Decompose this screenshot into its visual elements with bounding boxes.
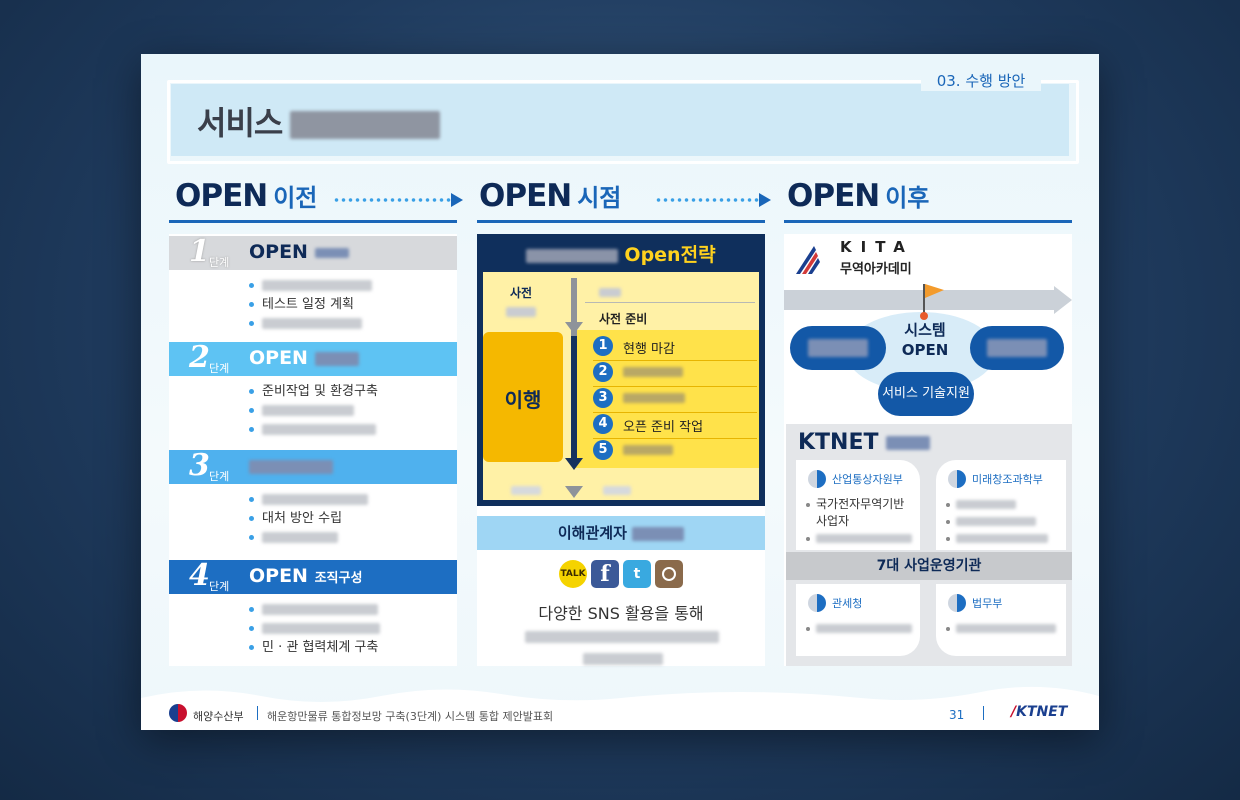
ministry-emblem-icon [948, 470, 966, 488]
kita-letters: KITA [840, 238, 914, 256]
ministry-emblem-icon [808, 470, 826, 488]
footer-wave [141, 686, 1099, 730]
pre-label: 사전 [497, 284, 545, 317]
transition-arrow [571, 336, 577, 460]
left-service-pill [790, 326, 886, 370]
stage-number: 2 [189, 340, 210, 375]
twitter-icon: t [623, 560, 651, 588]
stage-1: 1 단계 OPEN [169, 234, 457, 270]
page-title-text: 서비스 [197, 104, 283, 142]
stage-label: OPEN 조직구성 [249, 565, 363, 587]
stakeholders-bar: 이해관계자 [477, 516, 765, 550]
ministry-customs: 관세청 [796, 584, 920, 656]
column-underline [477, 220, 765, 223]
right-service-pill [970, 326, 1064, 370]
ministry-emblem-icon [948, 594, 966, 612]
stage-1-bullets: 테스트 일정 계획 [249, 276, 372, 333]
ministry-justice: 법무부 [936, 584, 1066, 656]
footer-divider [257, 706, 258, 720]
stage-number: 1 [189, 234, 210, 269]
footer-org: 해양수산부 [193, 710, 244, 723]
stage-2-bullets: 준비작업 및 환경구축 [249, 382, 378, 439]
title-frame [167, 80, 1079, 164]
transition-block: 이행 [483, 332, 563, 462]
stage-2: 2 단계 OPEN [169, 340, 457, 376]
timeline-bar [784, 290, 1054, 310]
footer-document-title: 해운항만물류 통합정보망 구축(3단계) 시스템 통합 제안발표회 [267, 710, 554, 723]
step-3: 3 [593, 386, 757, 413]
flow-arrow [333, 193, 463, 207]
column-underline [169, 220, 457, 223]
ktnet-title: KTNET [798, 430, 931, 455]
instagram-icon [655, 560, 683, 588]
sns-text: 다양한 SNS 활용을 통해 [538, 604, 704, 623]
transition-arrow-head [565, 458, 583, 470]
step-2: 2 [593, 360, 757, 387]
column-head-small: 이전 [273, 184, 318, 212]
stage-dan: 단계 [209, 362, 230, 375]
kakaotalk-icon: TALK [559, 560, 587, 588]
ministry-trade: 산업통상자원부 국가전자무역기반 사업자 [796, 460, 920, 550]
page-number: 31 [949, 708, 965, 722]
government-emblem-icon [169, 704, 187, 722]
flow-arrow [655, 193, 771, 207]
stage-dan: 단계 [209, 256, 230, 269]
flag-icon [920, 284, 944, 320]
stage-number: 4 [189, 558, 210, 593]
step-5: 5 [593, 438, 757, 464]
stage-label: OPEN [249, 241, 349, 263]
timeline-arrow-end [565, 486, 583, 498]
stage-3-bullets: 대처 방안 수립 [249, 490, 368, 547]
pre-step: 사전 준비 [599, 312, 648, 326]
tech-support-pill: 서비스 기술지원 [878, 372, 974, 416]
ministry-emblem-icon [808, 594, 826, 612]
footer-divider [983, 706, 984, 720]
ktnet-box: KTNET 산업통상자원부 국가전자무역기반 사업자 미래창조과학부 [786, 424, 1072, 666]
stage-label: OPEN [249, 347, 359, 369]
stage-dan: 단계 [209, 470, 230, 483]
stages-panel: 1 단계 OPEN 테스트 일정 계획 2 단계 OPEN 준비작업 및 환경구… [169, 234, 457, 666]
redacted-title [290, 111, 441, 139]
column-underline [784, 220, 1072, 223]
stage-number: 3 [189, 448, 210, 483]
kita-logo-icon [796, 246, 820, 274]
page-title: 서비스 [197, 98, 441, 144]
section-tag: 03. 수행 방안 [921, 70, 1041, 91]
kita-subtitle: 무역아카데미 [840, 262, 912, 277]
strategy-title: Open전략 [477, 240, 765, 267]
column-head-small: 시점 [577, 184, 622, 212]
stage-4-bullets: 민 · 관 협력체계 구축 [249, 600, 380, 657]
ktnet-logo: /KTNET [1011, 704, 1068, 720]
seven-orgs-bar: 7대 사업운영기관 [786, 552, 1072, 580]
column-head-small: 이후 [885, 184, 930, 212]
stage-label [249, 455, 333, 477]
timeline-bar-head [1054, 286, 1072, 314]
facebook-icon: f [591, 560, 619, 588]
timeline-arrow-head [565, 322, 583, 334]
stage-4: 4 단계 OPEN 조직구성 [169, 558, 457, 594]
column-head-big: OPEN [479, 178, 572, 214]
stage-dan: 단계 [209, 580, 230, 593]
stage-3: 3 단계 [169, 448, 457, 484]
column-head-big: OPEN [175, 178, 268, 214]
column-head-big: OPEN [787, 178, 880, 214]
ministry-science: 미래창조과학부 [936, 460, 1066, 550]
pre-note [599, 282, 621, 301]
